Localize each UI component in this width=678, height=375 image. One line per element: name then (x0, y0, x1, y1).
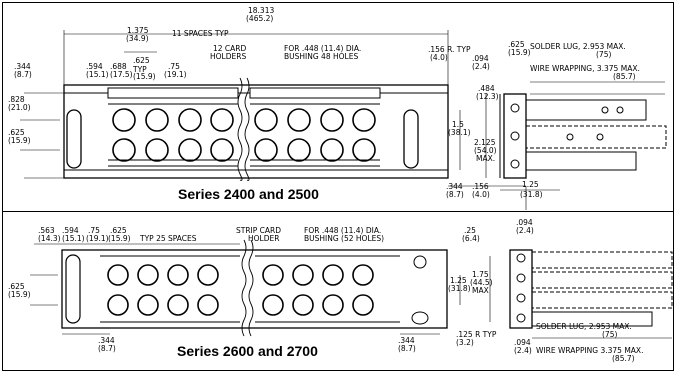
label-card-holders: 12 CARD (213, 44, 247, 53)
dim-625b: .625 (110, 226, 127, 235)
caption-series-2400-2500: Series 2400 and 2500 (178, 186, 319, 202)
dim-594b: .594 (62, 226, 79, 235)
dim-1-75: 1.75 (472, 270, 489, 279)
label-strip-card-2: HOLDER (248, 234, 280, 243)
label-wire-wrapping-b: WIRE WRAPPING 3.375 MAX. (536, 346, 644, 355)
label-solder-lug-b-mm: (75) (602, 330, 618, 339)
label-solder-lug: SOLDER LUG, 2.953 MAX. (530, 42, 626, 51)
top-slots (66, 109, 419, 169)
label-wire-wrapping-b-mm: (85.7) (612, 354, 635, 363)
dim-828-mm: (21.0) (8, 103, 31, 112)
drawing-frame (2, 2, 674, 371)
dim-484-mm: (12.3) (476, 92, 499, 101)
dim-625-left-mm: (15.9) (8, 136, 31, 145)
dim-max: MAX. (476, 154, 496, 163)
dim-625-right-mm: (15.9) (508, 48, 531, 57)
dim-2-125: 2.125 (474, 138, 496, 147)
bottom-slots (65, 254, 429, 325)
dim-094-bottom: .094 (514, 338, 531, 347)
dim-r-typ-mm: (4.0) (430, 53, 448, 62)
dim-688: .688 (110, 62, 127, 71)
dim-75b: .75 (88, 226, 100, 235)
bottom-panel-outline (61, 239, 448, 337)
dim-344-left-b-mm: (8.7) (98, 344, 116, 353)
label-bushing-b-2: BUSHING (52 HOLES) (304, 234, 385, 243)
top-bushing-holes (112, 108, 376, 162)
label-solder-lug-b: SOLDER LUG, 2.953 MAX. (536, 322, 632, 331)
dim-overall-mm: (465.2) (246, 14, 274, 23)
dim-max-b: MAX (472, 286, 489, 295)
dim-b344-mm: (8.7) (446, 190, 464, 199)
dim-typ-25-spaces: TYP 25 SPACES (140, 234, 197, 243)
label-card-holders-2: HOLDERS (210, 52, 247, 61)
bottom-bushing-holes (107, 264, 374, 316)
dim-344-right-b: .344 (398, 336, 415, 345)
dim-125-r-typ: .125 R TYP (456, 330, 497, 339)
dim-pitch: 1.375 (127, 26, 149, 35)
top-card-holders (107, 87, 381, 167)
dim-594: .594 (86, 62, 103, 71)
bottom-dimension-lines (30, 243, 672, 339)
dim-625-typ-mm: (15.9) (133, 72, 156, 81)
dim-b125-mm: (31.8) (520, 190, 543, 199)
dim-344-mm: (8.7) (14, 70, 32, 79)
caption-series-2600-2700: Series 2600 and 2700 (177, 343, 318, 359)
dim-spaces: 11 SPACES TYP (172, 29, 229, 38)
label-wire-wrapping: WIRE WRAPPING, 3.375 MAX. (530, 64, 640, 73)
label-bushing-2: BUSHING 48 HOLES (284, 52, 359, 61)
dim-25-mm: (6.4) (462, 234, 480, 243)
dim-1-5-mm: (38.1) (448, 128, 471, 137)
dim-75-mm: (19.1) (164, 70, 187, 79)
dim-1-25-mm: (31.8) (448, 284, 471, 293)
dim-125-r-typ-mm: (3.2) (456, 338, 474, 347)
dim-2-125-mm: (54.0) (474, 146, 497, 155)
dim-75: .75 (168, 62, 180, 71)
dim-563: .563 (38, 226, 55, 235)
dim-094-mm: (2.4) (472, 62, 490, 71)
dim-094b-mm: (2.4) (516, 226, 534, 235)
dim-1-5: 1.5 (452, 120, 464, 129)
label-strip-card: STRIP CARD (236, 226, 282, 235)
dim-625-typ: .625 TYP (133, 56, 150, 74)
top-side-view (499, 93, 667, 179)
dim-625-left-b-mm: (15.9) (8, 290, 31, 299)
dim-25: .25 (464, 226, 476, 235)
top-dimension-lines (20, 30, 665, 210)
dim-594-mm: (15.1) (86, 70, 109, 79)
dim-625-left: .625 (8, 128, 25, 137)
label-wire-wrapping-mm: (85.7) (613, 72, 636, 81)
dim-828: .828 (8, 95, 25, 104)
dim-344: .344 (14, 62, 31, 71)
dim-1-75-mm: (44.5) (470, 278, 493, 287)
dim-r-typ: .156 R. TYP (428, 45, 471, 54)
dim-688-mm: (17.5) (110, 70, 133, 79)
dim-094-bottom-mm: (2.4) (514, 346, 532, 355)
dim-b344: .344 (446, 182, 463, 191)
dim-094b: .094 (516, 218, 533, 227)
label-bushing-b: FOR .448 (11.4) DIA. (304, 226, 382, 235)
dim-344-left-b: .344 (98, 336, 115, 345)
dim-625-left-b: .625 (8, 282, 25, 291)
dim-b125: 1.25 (522, 180, 539, 189)
dim-pitch-mm: (34.9) (126, 34, 149, 43)
dim-484: .484 (478, 84, 495, 93)
dim-75b-mm: (19.1) (86, 234, 109, 243)
dim-094: .094 (472, 54, 489, 63)
label-solder-lug-mm: (75) (596, 50, 612, 59)
dim-overall: 18.313 (248, 6, 275, 15)
dim-1-25: 1.25 (450, 276, 467, 285)
dim-625b-mm: (15.9) (108, 234, 131, 243)
label-bushing: FOR .448 (11.4) DIA. (284, 44, 362, 53)
dim-563-mm: (14.3) (38, 234, 61, 243)
dim-344-right-b-mm: (8.7) (398, 344, 416, 353)
dim-594b-mm: (15.1) (62, 234, 85, 243)
dim-b156: .156 (472, 182, 489, 191)
dim-b156-mm: (4.0) (472, 190, 490, 199)
section-divider (2, 211, 674, 212)
dim-625-right: .625 (508, 40, 525, 49)
bottom-side-view (509, 249, 673, 329)
